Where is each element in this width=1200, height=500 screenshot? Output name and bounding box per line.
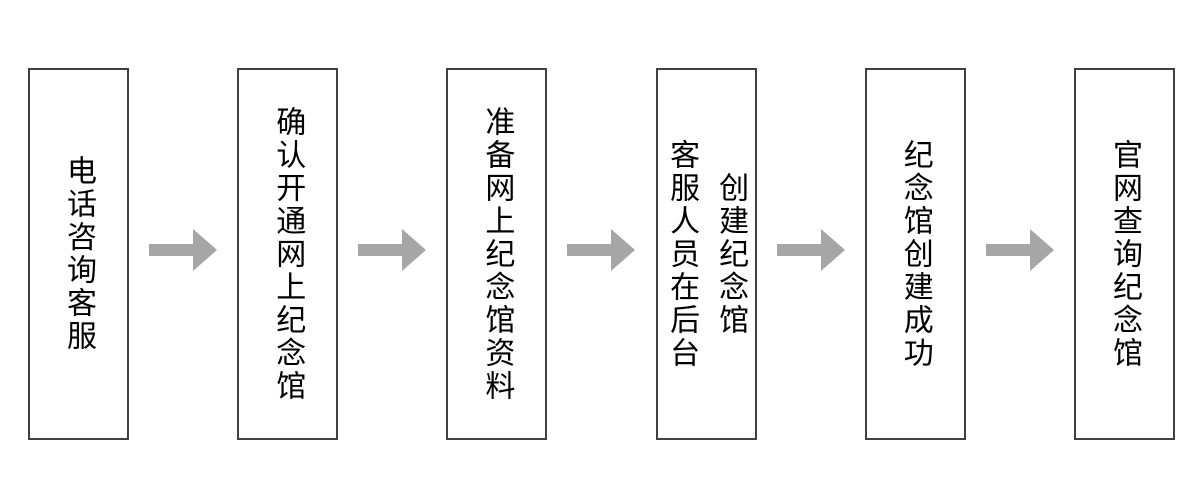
flow-step-3: 准备网上纪念馆资料 bbox=[446, 68, 548, 440]
right-arrow-icon bbox=[358, 229, 427, 271]
flow-step-6-label: 官网查询纪念馆 bbox=[1106, 138, 1142, 370]
flow-step-2-label: 确认开通网上纪念馆 bbox=[270, 105, 306, 403]
right-arrow-icon bbox=[567, 229, 636, 271]
flow-step-5: 纪念馆创建成功 bbox=[864, 68, 966, 440]
flow-step-1-label: 电话咨询客服 bbox=[61, 155, 96, 353]
flow-step-4-label: 客服人员在后台 创建纪念馆 bbox=[664, 138, 749, 370]
flow-step-6: 官网查询纪念馆 bbox=[1073, 68, 1175, 440]
right-arrow-icon bbox=[985, 229, 1054, 271]
right-arrow-icon bbox=[776, 229, 845, 271]
flow-step-4: 客服人员在后台 创建纪念馆 bbox=[655, 68, 757, 440]
flow-step-3-label: 准备网上纪念馆资料 bbox=[479, 105, 515, 403]
flow-step-1: 电话咨询客服 bbox=[28, 68, 129, 440]
flow-row: 电话咨询客服 确认开通网上纪念馆 准备网上纪念馆资料 客服人员在后台 创建纪念馆 bbox=[28, 68, 1175, 440]
right-arrow-icon bbox=[149, 229, 218, 271]
flow-step-2: 确认开通网上纪念馆 bbox=[237, 68, 339, 440]
flow-step-5-label: 纪念馆创建成功 bbox=[897, 138, 933, 370]
